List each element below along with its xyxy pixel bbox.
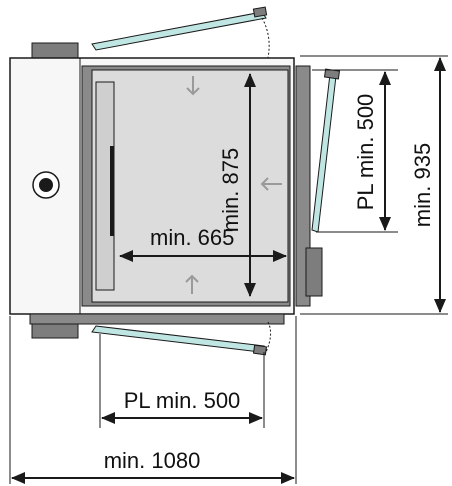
- depth-min-label: min. 875: [218, 148, 243, 232]
- knob-icon: [32, 171, 60, 199]
- right-door-glass: [311, 73, 337, 233]
- overall-width-label: min. 1080: [104, 448, 201, 473]
- inward-arrow-icon: [185, 76, 282, 294]
- pl-bottom-label: PL min. 500: [124, 388, 241, 413]
- bottom-base-plate: [29, 313, 285, 325]
- chamber-inner: [91, 69, 289, 303]
- bottom-door-handle: [252, 344, 268, 356]
- overall-depth-label: min. 935: [410, 143, 435, 227]
- right-rail-block: [305, 247, 323, 297]
- top-door-handle: [252, 6, 268, 18]
- bottom-door-swing-arc: [265, 321, 272, 353]
- pl-right-label: PL min. 500: [353, 94, 378, 211]
- top-rail: [31, 42, 79, 59]
- width-min-label: min. 665: [150, 225, 234, 250]
- right-door-frame: [295, 65, 311, 307]
- inner-door-strip: [110, 146, 114, 236]
- right-door-handle: [323, 68, 341, 80]
- top-door-glass: [91, 11, 267, 51]
- bottom-door-glass: [91, 325, 265, 353]
- top-door-swing-arc: [261, 17, 270, 59]
